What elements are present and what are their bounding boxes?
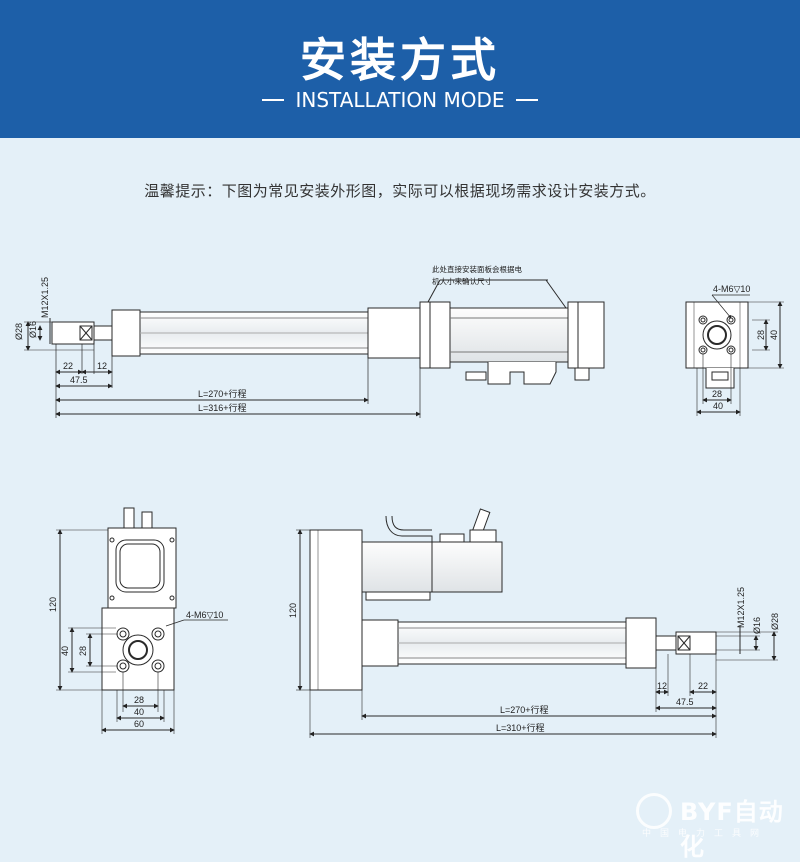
dim-l316-top: L=316+行程 — [198, 402, 247, 413]
watermark-logo-icon — [636, 793, 672, 829]
rear-block-bottom — [361, 619, 399, 667]
dim-120-side-bottom: 120 — [288, 603, 298, 618]
dim-40-end-top: 40 — [769, 330, 779, 340]
top-side-view — [24, 279, 605, 418]
dim-d28-top: Ø28 — [14, 323, 24, 340]
page-title: 安装方式 — [300, 33, 500, 87]
dim-d16-top: Ø16 — [28, 321, 38, 338]
dim-12-top: 12 — [97, 361, 107, 371]
top-end-view — [685, 294, 784, 416]
rod-end-hole — [79, 325, 93, 341]
bottom-end-view-labels: 120 40 28 4-M6▽10 28 40 60 — [48, 597, 223, 729]
dim-m12-bottom: M12X1.25 — [736, 587, 746, 628]
bottom-side-view — [296, 508, 778, 738]
piston-rod — [93, 325, 113, 341]
page-subtitle: INSTALLATION MODE — [0, 88, 800, 112]
top-end-view-labels: 4-M6▽10 28 40 28 40 — [712, 284, 779, 411]
note-line-2: 机大小来确认尺寸 — [432, 276, 492, 286]
dim-47-bottom: 47.5 — [676, 697, 694, 707]
dim-w40-end-top: 40 — [713, 401, 723, 411]
front-cap — [111, 309, 141, 357]
dim-28-end-bottom: 28 — [78, 646, 88, 656]
top-side-view-labels: Ø28 Ø16 M12X1.25 22 12 47.5 L=270+行程 L=3… — [14, 264, 522, 413]
bottom-side-view-labels: 120 M12X1.25 Ø16 Ø28 12 22 47.5 L=270+行程… — [288, 587, 780, 733]
mount-plate — [419, 301, 451, 369]
subtitle-dash-left — [261, 99, 284, 101]
dim-22-top: 22 — [63, 361, 73, 371]
front-cap-bottom — [625, 617, 657, 669]
mount-plate-bottom — [309, 529, 363, 691]
dim-40-end-bottom: 40 — [60, 646, 70, 656]
dim-12-bottom: 12 — [657, 681, 667, 691]
connector — [487, 362, 557, 385]
subtitle-dash-right — [516, 99, 539, 101]
dim-w40-end-bottom: 40 — [134, 707, 144, 717]
rod-bottom — [655, 635, 677, 651]
dim-28-end-top: 28 — [756, 330, 766, 340]
dim-l270-top: L=270+行程 — [198, 388, 247, 399]
dim-l270-bottom: L=270+行程 — [500, 704, 549, 715]
dim-l310-bottom: L=310+行程 — [496, 722, 545, 733]
holes-label-bottom: 4-M6▽10 — [186, 610, 223, 620]
rear-block — [367, 307, 421, 359]
rod-end — [51, 321, 95, 345]
watermark-sub: 中国电力工具网 — [642, 829, 769, 839]
motor-body — [449, 307, 569, 363]
header-banner: 安装方式 INSTALLATION MODE — [0, 0, 800, 138]
dim-w28-end-top: 28 — [712, 389, 722, 399]
dim-120-end-bottom: 120 — [48, 597, 58, 612]
dim-47-top: 47.5 — [70, 375, 88, 385]
dim-m12-top: M12X1.25 — [40, 277, 50, 318]
holes-label-top: 4-M6▽10 — [713, 284, 750, 294]
cable — [385, 515, 433, 542]
dim-w60-end-bottom: 60 — [134, 719, 144, 729]
subtitle-text: INSTALLATION MODE — [295, 88, 505, 112]
dim-d16-bottom: Ø16 — [752, 617, 762, 634]
note-line-1: 此处直接安装面板会根据电 — [432, 264, 522, 274]
rod-end-bottom — [675, 631, 717, 655]
installation-tip: 温馨提示：下图为常见安装外形图，实际可以根据现场需求设计安装方式。 — [144, 182, 656, 200]
dim-22-bottom: 22 — [698, 681, 708, 691]
bottom-end-view — [56, 507, 228, 734]
dim-d28-bottom: Ø28 — [770, 613, 780, 630]
dim-w28-end-bottom: 28 — [134, 695, 144, 705]
motor-end-cap — [567, 301, 605, 369]
end-plate-top — [685, 301, 749, 369]
